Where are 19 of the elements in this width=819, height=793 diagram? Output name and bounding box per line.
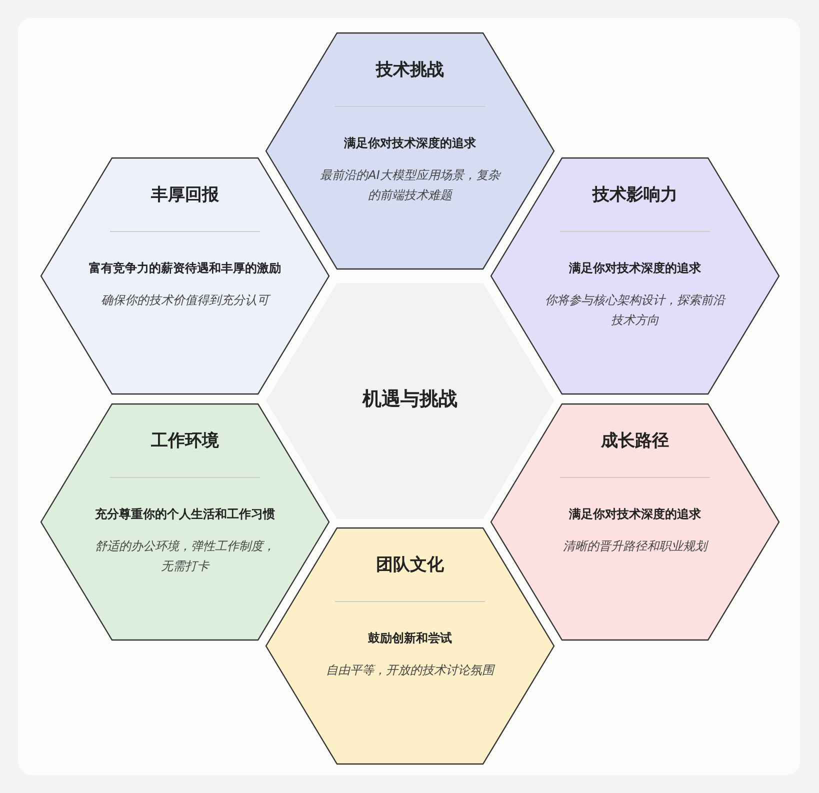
- card-subtitle: 满足你对技术深度的追求: [568, 506, 702, 523]
- card-description: 确保你的技术价值得到充分认可: [100, 292, 272, 309]
- card-description: 最前沿的AI大模型应用场景，复杂的前端技术难题: [320, 167, 500, 204]
- card-subtitle: 充分尊重你的个人生活和工作习惯: [94, 506, 276, 523]
- card-title: 成长路径: [600, 430, 670, 452]
- card-title: 团队文化: [375, 554, 445, 576]
- center-title: 机遇与挑战: [361, 387, 458, 412]
- card-subtitle: 满足你对技术深度的追求: [343, 135, 477, 152]
- card-title: 技术挑战: [374, 59, 445, 81]
- card-description: 自由平等，开放的技术讨论氛围: [325, 662, 496, 679]
- card-description: 清晰的晋升路径和职业规划: [562, 538, 710, 555]
- card-title: 工作环境: [150, 430, 220, 452]
- card-description: 舒适的办公环境，弹性工作制度，无需打卡: [95, 538, 275, 575]
- card-subtitle: 鼓励创新和尝试: [367, 630, 453, 647]
- card-subtitle: 满足你对技术深度的追求: [568, 260, 702, 277]
- card-title: 技术影响力: [591, 184, 678, 206]
- card-description: 你将参与核心架构设计，探索前沿技术方向: [545, 292, 725, 329]
- card-subtitle: 富有竞争力的薪资待遇和丰厚的激励: [88, 260, 282, 277]
- card-title: 丰厚回报: [150, 184, 220, 206]
